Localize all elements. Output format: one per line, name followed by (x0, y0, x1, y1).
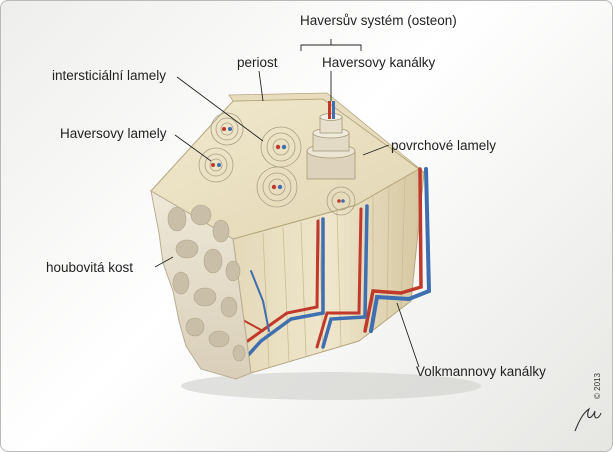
osteon-brace (300, 39, 362, 51)
osteon (256, 166, 298, 208)
longitudinal-lamellae (262, 177, 406, 368)
leader-interstitial-lamellae (176, 76, 264, 142)
leader-spongy-bone (154, 256, 174, 268)
label-interstitial-lamellae: intersticiální lamely (52, 68, 166, 83)
spongy-bone (150, 190, 252, 380)
osteon (198, 147, 234, 183)
blood-vessels (210, 167, 432, 365)
label-spongy-bone: houbovitá kost (46, 260, 133, 275)
osteon-cylinder (306, 101, 356, 180)
label-haversian-canals: Haversovy kanálky (322, 55, 436, 70)
block-shadow (181, 372, 481, 400)
label-osteon-system: Haversův systém (osteon) (300, 13, 457, 28)
osteon (210, 112, 244, 146)
signature-mark (574, 407, 602, 432)
label-periosteum: periost (237, 55, 278, 70)
label-volkmann-canals: Volkmannovy kanálky (416, 364, 546, 379)
copyright-text: © 2013 (593, 373, 602, 399)
leader-haversian-lamellae (174, 134, 212, 162)
osteon (326, 186, 356, 216)
leader-volkmann-canals (396, 302, 420, 368)
label-surface-lamellae: povrchové lamely (391, 138, 496, 153)
leader-surface-lamellae (362, 144, 390, 156)
label-haversian-lamellae: Haversovy lamely (60, 126, 167, 141)
leader-periosteum (258, 70, 264, 102)
